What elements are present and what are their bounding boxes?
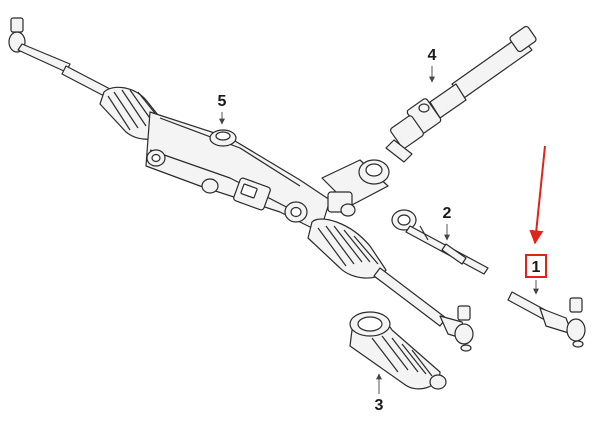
rack-housing	[145, 111, 331, 233]
steering-rack-assembly	[8, 17, 474, 352]
callout-4: 4	[428, 47, 437, 83]
callout-1-number: 1	[532, 259, 541, 276]
electric-motor	[321, 159, 390, 217]
highlight-arrow	[529, 145, 546, 245]
intermediate-steering-shaft	[385, 25, 537, 163]
callout-5-number: 5	[218, 93, 227, 110]
right-tie-rod-end	[439, 305, 474, 352]
right-bellows-boot	[307, 218, 387, 279]
callout-5: 5	[218, 93, 227, 125]
bellows-boot-kit	[349, 311, 447, 390]
callout-2-number: 2	[443, 205, 452, 222]
callout-3-number: 3	[375, 397, 384, 414]
inner-tie-rod	[391, 209, 489, 275]
callout-1: 1	[525, 145, 547, 295]
callout-1-highlight-box	[525, 254, 547, 278]
callout-2: 2	[443, 205, 452, 241]
outer-tie-rod-end	[507, 291, 586, 348]
right-tie-rod	[373, 267, 447, 327]
left-tie-rod-end	[8, 17, 71, 73]
callout-3: 3	[375, 373, 384, 414]
callout-4-number: 4	[428, 47, 437, 64]
